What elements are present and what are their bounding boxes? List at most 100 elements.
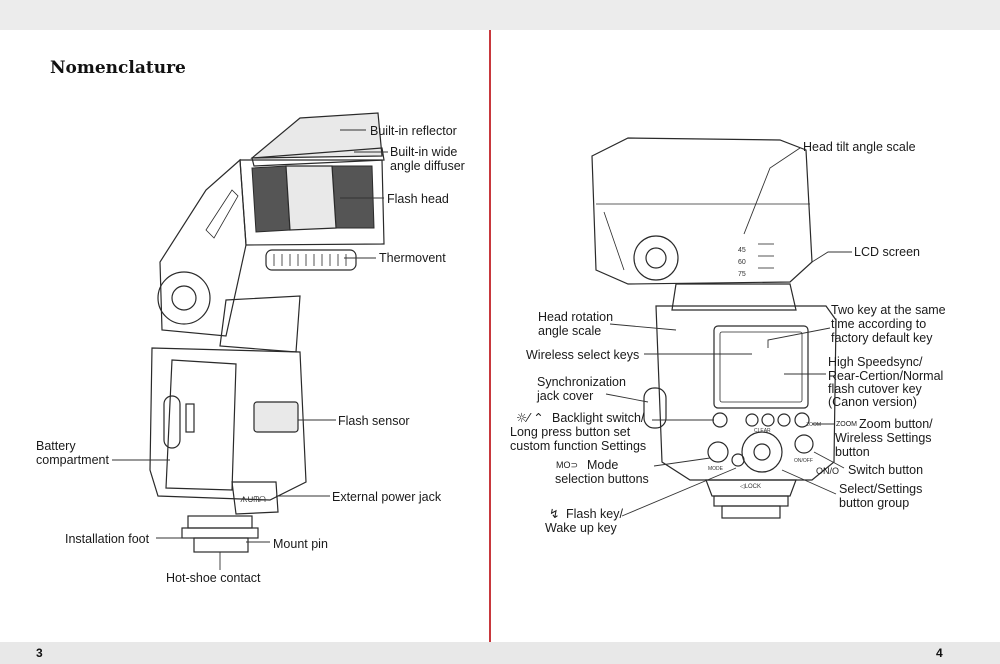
page-number-right: 4 [936, 646, 943, 660]
label-head-rotation-line1: Head rotation [538, 310, 614, 324]
battery-door-slot [185, 403, 195, 433]
head-side-slot [205, 189, 239, 239]
label-high-speed-line3: flash cutover key [828, 382, 922, 396]
rear-flash-head [591, 137, 813, 285]
clear-mark: CLEAR [754, 428, 771, 434]
label-head-rotation-line2: angle scale [538, 324, 602, 338]
label-external-power-jack: External power jack [332, 490, 442, 504]
label-head-tilt-angle-scale: Head tilt angle scale [803, 140, 916, 154]
lcd-screen [713, 325, 809, 409]
label-mode-line2: selection buttons [555, 472, 649, 486]
power-button[interactable] [794, 434, 814, 454]
label-mount-pin: Mount pin [273, 537, 328, 551]
hot-shoe-plate [181, 527, 259, 539]
select-dial-outer[interactable] [741, 431, 783, 473]
label-flash-sensor: Flash sensor [338, 414, 410, 428]
on-off-icon: ON/O [816, 466, 840, 476]
body-onoff-mark: ON/OFF [794, 458, 813, 464]
body-zoom-mark: ZOOM [806, 422, 821, 428]
label-two-key-line3: factory default key [831, 331, 933, 345]
right-leader-lines [605, 147, 852, 517]
label-two-key-line2: time according to [831, 317, 927, 331]
scale-75: 75 [738, 271, 746, 278]
tilt-angle-scale: 45 60 75 [738, 243, 774, 278]
label-backlight-line1: Backlight switch/ [552, 411, 645, 425]
label-select-group-line1: Select/Settings [839, 482, 923, 496]
left-flash-illustration: ᗑᑌᗰᗩ [149, 112, 385, 553]
flash-head-side [159, 158, 247, 337]
backlight-button[interactable] [712, 412, 728, 428]
label-mode-line1: Mode [587, 458, 619, 472]
label-hot-shoe-contact: Hot-shoe contact [166, 571, 261, 585]
rear-flash-body [655, 305, 837, 481]
page-number-left: 3 [36, 646, 43, 660]
mode-button[interactable] [707, 441, 729, 463]
wide-diffuser [251, 147, 385, 167]
rear-foot [713, 495, 789, 507]
select-dial-center[interactable] [753, 443, 771, 461]
zoom-icon: ZOOM [836, 421, 857, 428]
right-flash-illustration: 45 60 75 CLEAR MODE ZOOM ON/OFF [591, 137, 837, 519]
page-spine [489, 30, 491, 642]
rear-pivot-inner [645, 247, 667, 269]
label-wide-diffuser-line1: Built-in wide [390, 145, 458, 159]
hot-shoe-contact-block [193, 537, 249, 553]
lcd-inner [719, 331, 803, 403]
label-high-speed-line2: Rear-Certion/Normal [828, 369, 944, 383]
scale-60: 60 [738, 259, 746, 266]
manual-spread [0, 30, 1000, 642]
label-flash-key-line2: Wake up key [545, 521, 617, 535]
wireless-key-3[interactable] [777, 413, 791, 427]
label-backlight-line2: Long press button set [510, 425, 631, 439]
label-wireless-select-keys: Wireless select keys [526, 348, 640, 362]
lock-mark: ◁LOCK [740, 484, 761, 490]
left-leader-lines [112, 129, 388, 570]
brand-mark: ᗑᑌᗰᗩ [240, 495, 266, 504]
label-backlight-line3: custom function Settings [510, 439, 647, 453]
page-title: Nomenclature [50, 58, 186, 78]
label-zoom-line3: button [835, 445, 870, 459]
battery-door-latch [163, 395, 181, 449]
label-switch-button: Switch button [848, 463, 924, 477]
label-high-speed-line4: (Canon version) [828, 395, 917, 409]
head-window-left [251, 165, 291, 233]
label-sync-jack-line2: jack cover [537, 389, 594, 403]
flash-key-icon: ↯ [549, 506, 560, 521]
head-window-center [285, 165, 337, 231]
backlight-icon: ☼⁄ ⌃ [516, 410, 544, 425]
tilt-pivot-inner [171, 285, 197, 311]
label-battery-line1: Battery [36, 439, 76, 453]
mode-icon: MO⊃ [556, 460, 579, 470]
label-wide-diffuser-line2: angle diffuser [390, 159, 465, 173]
reflector-card [250, 112, 383, 159]
wireless-key-2[interactable] [761, 413, 775, 427]
lock-ring [705, 479, 797, 497]
label-flash-head: Flash head [387, 192, 449, 206]
rear-hot-shoe [721, 505, 781, 519]
body-mode-mark: MODE [708, 466, 724, 472]
label-installation-foot: Installation foot [65, 532, 150, 546]
flash-body [149, 347, 307, 501]
flash-sensor-window [253, 401, 299, 433]
label-thermovent: Thermovent [379, 251, 446, 265]
battery-door [165, 359, 237, 491]
label-flash-key-line1: Flash key/ [566, 507, 623, 521]
page-footer [0, 642, 1000, 664]
thermovent-panel [265, 249, 357, 271]
label-select-group-line2: button group [839, 496, 910, 510]
wireless-key-1[interactable] [745, 413, 759, 427]
installation-foot [187, 515, 253, 529]
label-lcd-screen: LCD screen [854, 245, 920, 259]
label-built-in-reflector: Built-in reflector [370, 124, 457, 138]
label-zoom-line2: Wireless Settings [835, 431, 932, 445]
external-power-jack-cover [231, 481, 279, 515]
zoom-button[interactable] [794, 412, 810, 428]
label-two-key-line1: Two key at the same [831, 303, 946, 317]
rear-neck [671, 283, 797, 311]
head-side-groove [603, 211, 625, 271]
label-sync-jack-line1: Synchronization [537, 375, 626, 389]
label-high-speed-line1: High Speedsync/ [828, 355, 923, 369]
tilt-pivot-outer [157, 271, 211, 325]
head-neck [219, 295, 301, 353]
